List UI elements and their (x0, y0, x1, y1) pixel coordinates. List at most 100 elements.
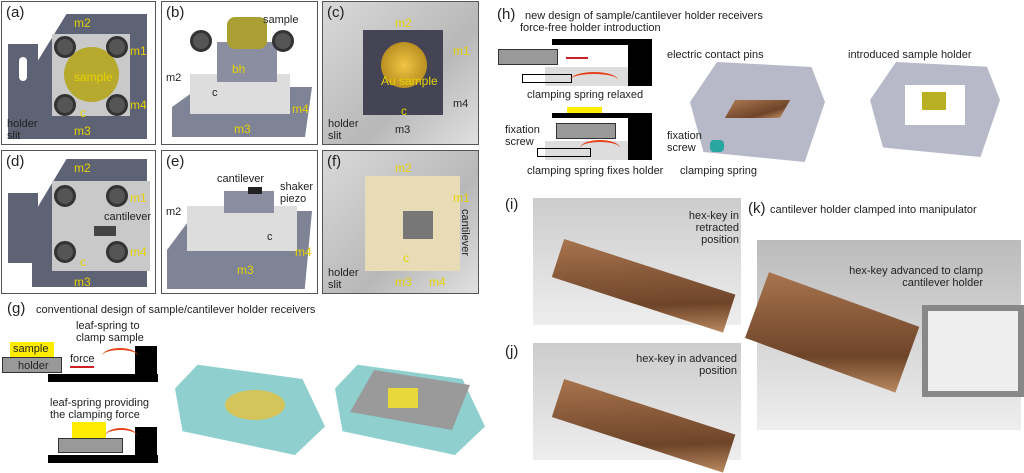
panel-label: (f) (327, 153, 342, 170)
cantilever-chip (403, 211, 433, 239)
screw-icon (54, 241, 76, 263)
label-clamping-spring: clamping spring (680, 165, 758, 177)
label-m4: m4 (130, 245, 147, 259)
panel-label: (g) (7, 300, 26, 317)
panel-h-subtitle: force-free holder introduction (520, 22, 661, 34)
sample-cylinder (227, 17, 267, 49)
cantilever-chip (94, 226, 116, 236)
receiver-top (552, 39, 652, 45)
sample-disc (64, 47, 119, 102)
label-hex-key-clamp: hex-key advanced to clamp cantilever hol… (849, 265, 983, 289)
label-holder-slit: holder slit (328, 118, 359, 142)
label-m4: m4 (453, 98, 469, 110)
label-m4: m4 (429, 275, 446, 289)
panel-label: (e) (166, 153, 185, 170)
label-cantilever: cantilever (104, 211, 152, 223)
screw-icon (106, 36, 128, 58)
holder-tab (8, 193, 38, 263)
photo-hex-key-advanced: hex-key in advanced position (533, 343, 741, 473)
label-m3: m3 (395, 124, 411, 136)
label-m3: m3 (237, 263, 254, 277)
panel-d: (d) m2 m1 cantilever m4 c m3 (1, 150, 156, 294)
label-fixation-screw: fixation screw (667, 130, 702, 154)
receiver-top (552, 113, 652, 118)
panel-label: (i) (505, 196, 519, 213)
label-m2: m2 (74, 16, 91, 30)
panel-c: (c) m2 m1 Au sample m4 c m3 holder slit (322, 1, 479, 145)
photo-hex-key-retracted: hex-key in retracted position (533, 198, 741, 333)
label-m3: m3 (74, 275, 91, 289)
sample-disc (225, 390, 285, 420)
label-m4: m4 (295, 245, 312, 259)
force-arrow (70, 366, 94, 368)
panel-label: (a) (6, 4, 25, 21)
label-c: c (403, 251, 409, 265)
panel-label: (c) (327, 4, 345, 21)
sample-block (72, 422, 106, 438)
screw-icon (54, 94, 76, 116)
label-sample: sample (74, 70, 113, 84)
label-leaf-spring-clamp: leaf-spring to clamp sample (76, 320, 144, 344)
label-sample: Au sample (381, 74, 438, 88)
label-m4: m4 (292, 102, 309, 116)
label-contact-pins: electric contact pins (667, 49, 764, 61)
label-spring-relaxed: clamping spring relaxed (527, 89, 644, 101)
sample-block (10, 342, 54, 357)
panel-label: (b) (166, 4, 185, 21)
label-hex-key-retracted: hex-key in retracted position (688, 210, 739, 246)
receiver-wall (135, 346, 157, 382)
label-m2: m2 (74, 161, 91, 175)
label-c: c (80, 106, 86, 120)
panel-label: (k) (748, 200, 766, 217)
screw-icon (54, 185, 76, 207)
label-holder: holder (18, 360, 49, 372)
photo-holder-clamped: hex-key advanced to clamp cantilever hol… (745, 240, 1024, 430)
receiver-base (48, 455, 158, 463)
label-m1: m1 (130, 191, 147, 205)
label-m2: m2 (166, 72, 182, 84)
fixation-screw-part (710, 140, 724, 152)
label-m4: m4 (130, 98, 147, 112)
receiver-wall (135, 427, 157, 463)
label-c: c (80, 255, 86, 269)
screw-icon (106, 185, 128, 207)
holder-block (58, 438, 123, 453)
label-m1: m1 (453, 44, 470, 58)
label-c: c (267, 231, 273, 243)
manipulator-body (745, 272, 920, 393)
receiver-wall (628, 39, 652, 86)
au-sample (381, 42, 427, 88)
label-holder-slit: holder slit (328, 267, 359, 291)
clamping-spring (580, 140, 620, 156)
label-c: c (401, 104, 407, 118)
label-m2: m2 (166, 206, 182, 218)
label-spring-fixes: clamping spring fixes holder (527, 165, 664, 177)
label-sample: sample (263, 14, 299, 26)
fixation-screw-arrow (522, 74, 572, 83)
panel-k-title: cantilever holder clamped into manipulat… (770, 204, 977, 216)
label-m1: m1 (130, 44, 147, 58)
panel-b: (b) sample bh m2 c m3 m4 (161, 1, 318, 145)
screw-icon (54, 36, 76, 58)
panel-a: (a) m2 m1 m4 m3 sample c holder slit (1, 1, 156, 145)
label-holder-slit: holder slit (7, 118, 38, 142)
holder-block (498, 49, 558, 65)
panel-g-title: conventional design of sample/cantilever… (36, 304, 316, 316)
sample-block (567, 107, 602, 115)
shaker-piezo (224, 191, 274, 213)
label-bh: bh (232, 62, 246, 76)
panel-label: (d) (6, 153, 25, 170)
label-c: c (212, 87, 218, 99)
screw-icon (190, 30, 212, 52)
label-m3: m3 (234, 122, 251, 136)
label-fixation-screw: fixation screw (505, 124, 540, 148)
receiver-wall (628, 113, 652, 160)
clamping-spring-part (724, 100, 791, 118)
clamping-spring (570, 72, 618, 88)
manipulator-body (551, 238, 736, 333)
receiver-base (48, 374, 158, 382)
screw-icon (106, 241, 128, 263)
leaf-spring (102, 348, 138, 364)
label-cantilever: cantilever (217, 173, 265, 185)
panel-label: (j) (505, 343, 519, 360)
